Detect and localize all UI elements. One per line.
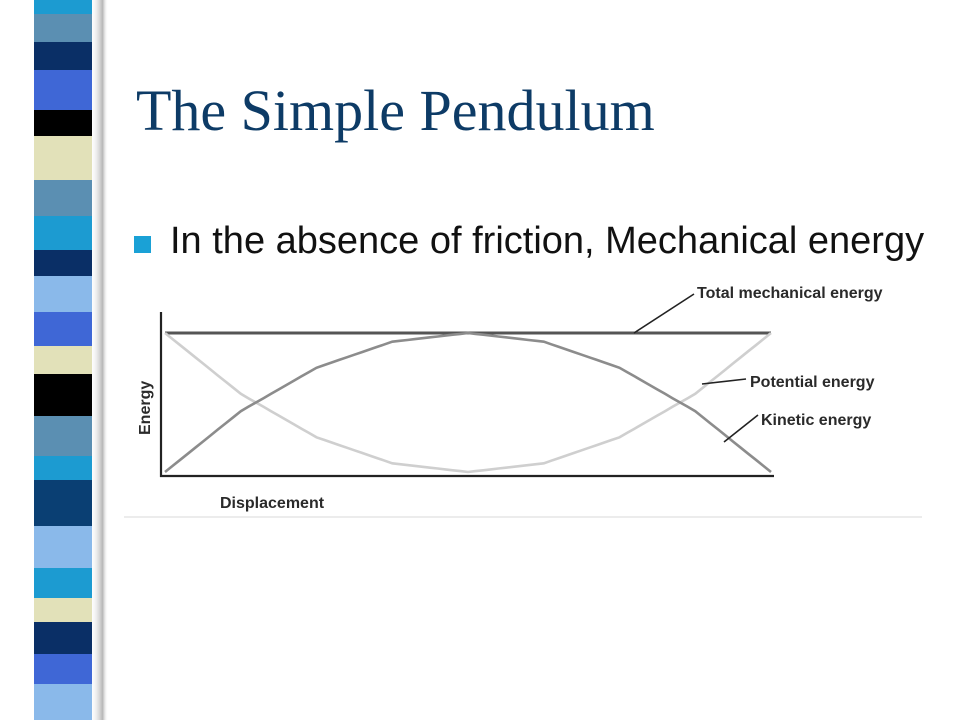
strip-block — [34, 312, 92, 346]
strip-block — [34, 456, 92, 480]
strip-block — [34, 0, 92, 14]
bullet-item: In the absence of friction, Mechanical e… — [134, 215, 924, 275]
bullet-text: In the absence of friction, Mechanical e… — [170, 220, 924, 262]
strip-block — [34, 654, 92, 684]
series-line-kinetic — [164, 331, 772, 474]
strip-block — [34, 374, 92, 416]
decorative-side-strip — [34, 0, 108, 720]
strip-block — [34, 250, 92, 276]
leader-line — [701, 378, 747, 385]
label-potential-energy: Potential energy — [750, 374, 875, 391]
strip-block — [34, 42, 92, 70]
strip-block — [34, 346, 92, 374]
strip-block — [34, 598, 92, 622]
leader-line — [633, 293, 695, 334]
strip-block — [34, 568, 92, 598]
strip-block — [34, 526, 92, 568]
label-total-energy: Total mechanical energy — [697, 285, 883, 302]
slide-title: The Simple Pendulum — [136, 78, 655, 143]
strip-block — [34, 276, 92, 312]
square-bullet-icon — [134, 236, 151, 253]
strip-block — [34, 110, 92, 136]
strip-block — [34, 684, 92, 720]
strip-block — [34, 14, 92, 42]
x-axis-label: Displacement — [220, 495, 325, 512]
series-line-potential — [164, 331, 772, 474]
strip-block — [34, 416, 92, 456]
strip-block — [34, 216, 92, 250]
strip-block — [34, 70, 92, 110]
strip-block — [34, 622, 92, 654]
strip-block — [34, 136, 92, 180]
y-axis-label: Energy — [137, 381, 154, 435]
label-kinetic-energy: Kinetic energy — [761, 412, 871, 429]
strip-block — [34, 180, 92, 216]
strip-block — [34, 480, 92, 526]
leader-line — [723, 414, 759, 443]
